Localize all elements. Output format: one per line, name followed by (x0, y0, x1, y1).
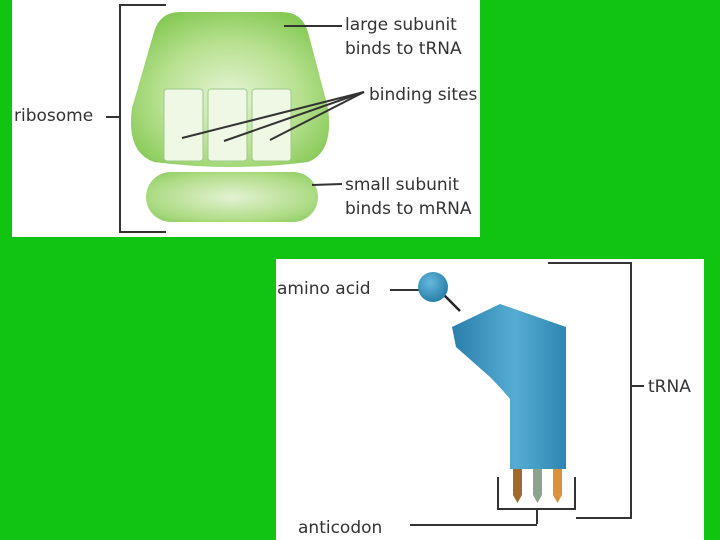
small-subunit-label-line1: small subunit (345, 175, 459, 196)
anticodon-label: anticodon (298, 518, 382, 539)
amino-acid-ball (418, 272, 448, 302)
large-subunit-label-line1: large subunit (345, 15, 457, 36)
ribosome-label: ribosome (14, 106, 93, 127)
amino-acid-bond (444, 295, 460, 311)
large-subunit-label-line2: binds to tRNA (345, 39, 462, 60)
trna-illustration (276, 259, 704, 540)
binding-sites-label: binding sites (369, 85, 477, 106)
trna-label: tRNA (648, 377, 691, 398)
binding-site-1 (164, 89, 203, 161)
amino-acid-label: amino acid (277, 279, 371, 300)
anticodon-base-2 (533, 469, 542, 503)
trna-body (452, 304, 566, 469)
small-subunit-label-line2: binds to mRNA (345, 199, 472, 220)
binding-site-2 (208, 89, 247, 161)
small-subunit (146, 172, 318, 222)
ribosome-diagram-panel: ribosome large subunit binds to tRNA bin… (12, 0, 480, 237)
anticodon-base-1 (513, 469, 522, 503)
anticodon-base-3 (553, 469, 562, 503)
small-subunit-leader (312, 184, 342, 185)
trna-diagram-panel: amino acid tRNA anticodon (276, 259, 704, 540)
